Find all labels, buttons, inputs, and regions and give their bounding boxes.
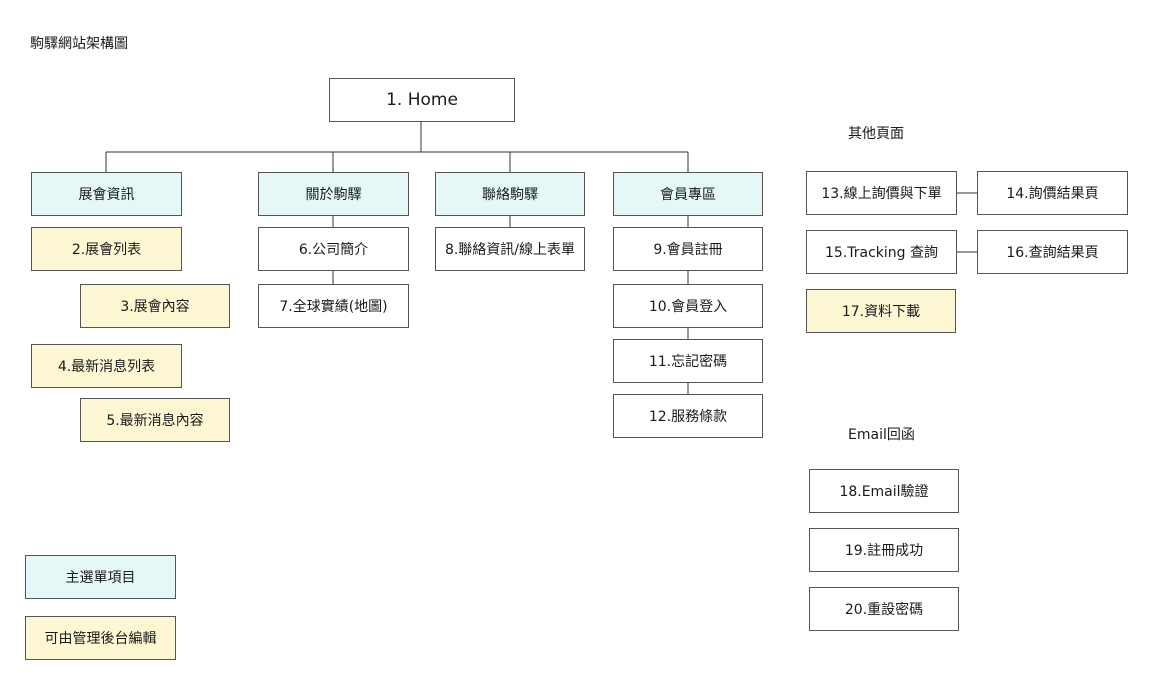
contact-form-node: 8.聯絡資訊/線上表單 — [435, 227, 585, 271]
member-register-node: 9.會員註冊 — [613, 227, 763, 271]
inquiry-order-node: 13.線上詢價與下單 — [806, 171, 957, 215]
home-node: 1. Home — [329, 78, 515, 122]
email-heading: Email回函 — [848, 427, 915, 443]
email-verify-node: 18.Email驗證 — [809, 469, 959, 513]
reset-password-node: 20.重設密碼 — [809, 587, 959, 631]
menu-contact-node: 聯絡駒驛 — [435, 172, 585, 216]
inquiry-result-node: 14.詢價結果頁 — [977, 171, 1128, 215]
other-pages-heading: 其他頁面 — [848, 126, 904, 142]
global-record-node: 7.全球實績(地圖) — [258, 284, 409, 328]
register-success-node: 19.註冊成功 — [809, 528, 959, 572]
forgot-password-node: 11.忘記密碼 — [613, 339, 763, 383]
news-list-node: 4.最新消息列表 — [31, 344, 182, 388]
exhibition-content-node: 3.展會內容 — [80, 284, 230, 328]
menu-member-node: 會員專區 — [613, 172, 763, 216]
query-result-node: 16.查詢結果頁 — [977, 230, 1128, 274]
menu-about-node: 關於駒驛 — [258, 172, 409, 216]
legend-main-menu: 主選單項目 — [25, 555, 176, 599]
exhibition-list-node: 2.展會列表 — [31, 227, 182, 271]
tracking-query-node: 15.Tracking 查詢 — [806, 230, 957, 274]
download-node: 17.資料下載 — [806, 289, 956, 333]
page-title: 駒驛網站架構圖 — [30, 36, 128, 52]
company-profile-node: 6.公司簡介 — [258, 227, 409, 271]
member-login-node: 10.會員登入 — [613, 284, 763, 328]
terms-node: 12.服務條款 — [613, 394, 763, 438]
news-content-node: 5.最新消息內容 — [80, 398, 230, 442]
menu-exhibition-node: 展會資訊 — [31, 172, 182, 216]
legend-editable: 可由管理後台編輯 — [25, 616, 176, 660]
